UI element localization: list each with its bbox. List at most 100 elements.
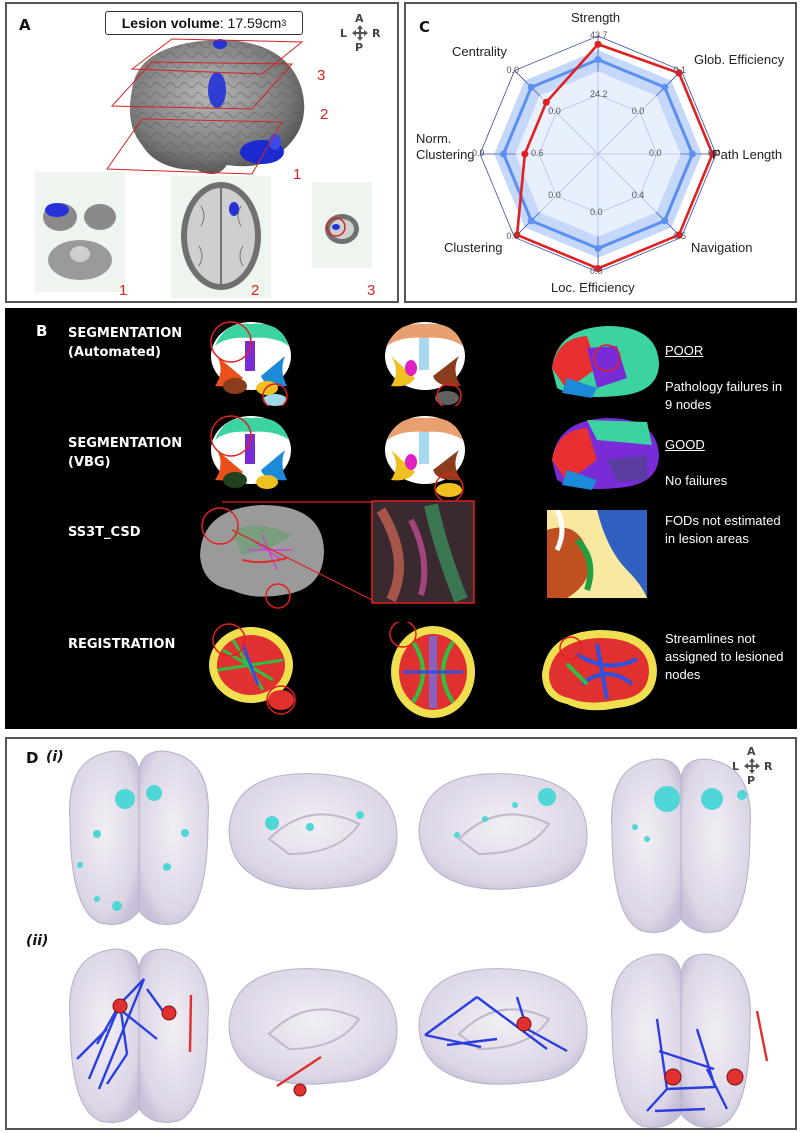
radar-patient-point-5: [513, 231, 521, 239]
panel-c-label: C: [419, 18, 431, 36]
d-ii-edge-10: [424, 1033, 482, 1049]
d-i-medial-r-outline: [418, 773, 588, 890]
panel-d-sub-ii: (ii): [26, 933, 49, 949]
compass-anterior: A: [355, 12, 364, 25]
d-ii-edge-21: [705, 1068, 729, 1110]
d-i-front-left-hemisphere: [611, 758, 682, 933]
radar-inner-tick-0: 24.2: [590, 89, 608, 99]
row-note-seg-vbg: GOOD No failures: [665, 418, 727, 508]
d-ii-edge-11: [476, 996, 548, 1050]
d-i-node-8: [265, 816, 279, 830]
d-i-node-3: [181, 829, 189, 837]
d-i-node-0: [115, 789, 135, 809]
d-i-node-5: [163, 863, 171, 871]
d-i-top-right-hemisphere: [138, 750, 209, 925]
d-ii-top-right-hemisphere: [138, 948, 209, 1123]
radar-patient-point-3: [675, 231, 683, 239]
d-i-node-11: [538, 788, 556, 806]
d-i-node-16: [701, 788, 723, 810]
thumb-number-1: 1: [119, 282, 128, 299]
row-title-ss3t: SS3T_CSD: [68, 525, 141, 540]
radar-inner-tick-3: 0.4: [631, 189, 645, 200]
compass-left: L: [340, 27, 348, 40]
network-brain-renders: [69, 750, 769, 1128]
d-ii-edge-20: [646, 1088, 668, 1112]
slice-number-2: 2: [320, 106, 329, 123]
lesion-volume-label: Lesion volume: [121, 15, 220, 31]
d-ii-node-4: [664, 1068, 682, 1086]
d-ii-medial-r-outline: [418, 968, 588, 1085]
note-head-good: GOOD: [665, 437, 705, 452]
d-i-node-19: [644, 836, 650, 842]
d-i-node-1: [146, 785, 162, 801]
compass-d-cross-icon: [744, 758, 760, 774]
ss3t-fod-map: [547, 510, 647, 598]
d-ii-edge-8: [106, 1053, 128, 1085]
seg-auto-coronal-2: [385, 322, 465, 406]
row-note-seg-auto: POOR Pathology failures in 9 nodes: [665, 324, 782, 432]
radar-inner-tick-5: 0.0: [548, 189, 561, 200]
radar-axis-label-6: Norm. Clustering: [416, 131, 475, 162]
seg-auto-3d: [552, 326, 659, 398]
lesion-volume-unit: 3: [281, 18, 287, 28]
d-ii-edge-6: [76, 1028, 108, 1060]
radar-axis-label-3: Navigation: [691, 240, 753, 255]
d-i-node-13: [512, 802, 518, 808]
radar-patient-point-6: [521, 150, 529, 158]
radar-ref-point-6: [500, 150, 508, 158]
compass-d-anterior: A: [747, 745, 756, 758]
radar-ref-point-7: [527, 83, 535, 91]
d-ii-medial-r-corpus: [457, 1008, 551, 1051]
radar-patient-point-4: [594, 264, 602, 272]
d-ii-lesion-edge-2: [755, 1010, 769, 1062]
d-ii-node-1: [161, 1005, 177, 1021]
reg-axial: [389, 622, 475, 718]
orientation-compass-d: A L R P: [731, 745, 775, 791]
d-i-node-18: [632, 824, 638, 830]
d-i-node-6: [94, 896, 100, 902]
d-i-node-15: [654, 786, 680, 812]
row-title-seg-vbg: SEGMENTATION (VBG): [68, 436, 183, 470]
radar-patient-point-2: [708, 150, 716, 158]
d-ii-node-5: [726, 1068, 744, 1086]
radar-patient-point-0: [594, 40, 602, 48]
zoom-lines: [222, 501, 373, 601]
reg-coronal: [209, 623, 296, 715]
d-i-node-4: [77, 862, 83, 868]
compass-posterior: P: [355, 41, 364, 54]
d-ii-edge-2: [87, 1003, 122, 1080]
d-ii-edge-5: [146, 988, 166, 1015]
radar-patient-point-1: [675, 69, 683, 77]
note-text-poor: Pathology failures in 9 nodes: [665, 379, 783, 412]
row-title-registration: REGISTRATION: [68, 637, 176, 652]
radar-ref-point-4: [594, 244, 602, 252]
radar-outer-tick-6: 0.9: [472, 148, 485, 158]
d-ii-top-left-hemisphere: [69, 948, 140, 1123]
d-ii-edge-17: [658, 1049, 715, 1071]
d-ii-edge-14: [526, 1027, 568, 1053]
d-ii-edge-19: [654, 1107, 706, 1113]
d-ii-front-left-hemisphere: [611, 953, 682, 1128]
radar-axis-label-5: Clustering: [444, 240, 503, 255]
radar-patient-point-7: [542, 98, 550, 106]
ss3t-zoom: [371, 500, 475, 604]
slice-thumbnail-2: [171, 176, 271, 298]
d-i-node-2: [93, 830, 101, 838]
radar-axis-label-2: Path Length: [712, 147, 783, 162]
radar-outer-tick-2: 0.0: [708, 148, 721, 158]
lesion-volume-value: : 17.59cm: [219, 15, 282, 31]
brain-3d-render: [129, 39, 305, 174]
radar-axis-label-4: Loc. Efficiency: [551, 280, 635, 295]
radar-ref-point-1: [661, 83, 669, 91]
row-note-ss3t: FODs not estimated in lesion areas: [665, 513, 781, 546]
row-title-seg-auto: SEGMENTATION (Automated): [68, 326, 183, 360]
radar-inner-tick-2: 0.0: [649, 148, 662, 158]
seg-vbg-coronal-1: [210, 415, 291, 489]
radar-axis-label-1: Glob. Efficiency: [694, 52, 785, 67]
slice-number-3: 3: [317, 67, 326, 84]
seg-vbg-3d: [552, 418, 659, 490]
d-i-medial-l-outline: [228, 773, 398, 890]
